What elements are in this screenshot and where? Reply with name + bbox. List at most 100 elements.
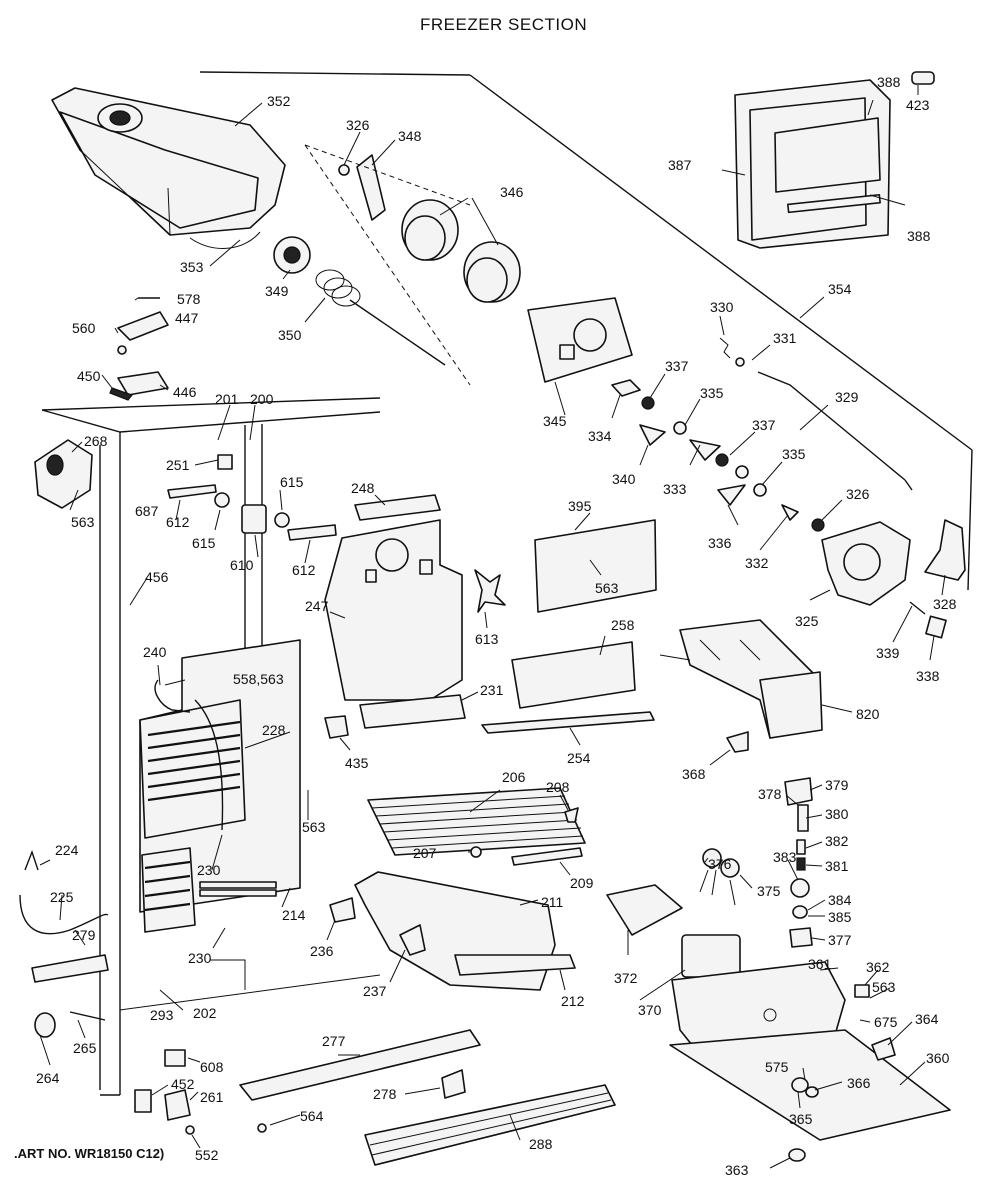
label-325: 325 xyxy=(795,613,819,629)
label-366: 366 xyxy=(847,1075,871,1091)
fan-blade-613 xyxy=(474,569,506,613)
ice-maker-820 xyxy=(659,619,823,739)
label-331: 331 xyxy=(773,330,797,346)
label-552: 552 xyxy=(195,1147,219,1163)
bracket-612-right xyxy=(287,524,337,541)
label-230-a: 230 xyxy=(197,862,221,878)
label-353: 353 xyxy=(180,259,204,275)
label-329: 329 xyxy=(835,389,859,405)
label-339: 339 xyxy=(876,645,900,661)
label-376: 376 xyxy=(708,856,732,872)
fill-cover-395 xyxy=(534,519,657,613)
label-423: 423 xyxy=(906,97,930,113)
label-379: 379 xyxy=(825,777,849,793)
label-352: 352 xyxy=(267,93,291,109)
label-363: 363 xyxy=(725,1162,749,1178)
label-202: 202 xyxy=(193,1005,217,1021)
label-258: 258 xyxy=(611,617,635,633)
label-201: 201 xyxy=(215,391,239,407)
label-228: 228 xyxy=(262,722,286,738)
relay-370 xyxy=(681,934,741,978)
item-608 xyxy=(164,1049,186,1067)
label-578: 578 xyxy=(177,291,201,307)
label-261: 261 xyxy=(200,1089,224,1105)
channel-277 xyxy=(239,1029,481,1101)
bracket-447 xyxy=(117,297,169,355)
label-452: 452 xyxy=(171,1076,195,1092)
label-395: 395 xyxy=(568,498,592,514)
ice-crusher-plate-345 xyxy=(527,297,633,383)
label-350: 350 xyxy=(278,327,302,343)
strip-254 xyxy=(481,711,655,734)
label-337-a: 337 xyxy=(665,358,689,374)
item-268 xyxy=(34,439,93,509)
label-563-c: 563 xyxy=(302,819,326,835)
ice-maker-motor-325 xyxy=(821,521,911,606)
callout-labels: 352 326 348 346 353 349 350 345 388 423 … xyxy=(36,74,957,1178)
label-615-a: 615 xyxy=(280,474,304,490)
label-372: 372 xyxy=(614,970,638,986)
label-384: 384 xyxy=(828,892,852,908)
ice-maker-linkage xyxy=(611,337,913,532)
label-335-a: 335 xyxy=(700,385,724,401)
auger-350 xyxy=(315,269,446,366)
item-251 xyxy=(217,454,233,470)
wire-shelf-206 xyxy=(367,787,586,856)
label-383: 383 xyxy=(773,849,797,865)
wire-240 xyxy=(154,679,191,713)
label-385: 385 xyxy=(828,909,852,925)
label-348: 348 xyxy=(398,128,422,144)
label-687: 687 xyxy=(135,503,159,519)
clip-208 xyxy=(564,807,579,823)
label-330: 330 xyxy=(710,299,734,315)
label-225: 225 xyxy=(50,889,74,905)
label-268: 268 xyxy=(84,433,108,449)
auger-drive-349 xyxy=(273,236,311,274)
arm-328 xyxy=(924,519,966,581)
evaporator-coil-228 xyxy=(139,699,246,933)
item-365-366 xyxy=(791,1077,819,1098)
label-387: 387 xyxy=(668,157,692,173)
label-251: 251 xyxy=(166,457,190,473)
label-335-b: 335 xyxy=(782,446,806,462)
label-675: 675 xyxy=(874,1014,898,1030)
bracket-612-left xyxy=(167,484,217,499)
label-337-b: 337 xyxy=(752,417,776,433)
grille-258 xyxy=(511,641,636,709)
label-575: 575 xyxy=(765,1059,789,1075)
label-820: 820 xyxy=(856,706,880,722)
switch-338 xyxy=(909,601,947,639)
thermostat-610 xyxy=(241,504,267,534)
label-326-b: 326 xyxy=(846,486,870,502)
item-435 xyxy=(324,715,349,739)
item-615 xyxy=(214,492,290,528)
label-349: 349 xyxy=(265,283,289,299)
label-277: 277 xyxy=(322,1033,346,1049)
label-563-b: 563 xyxy=(595,580,619,596)
item-452 xyxy=(134,1089,152,1113)
label-338: 338 xyxy=(916,668,940,684)
label-368: 368 xyxy=(682,766,706,782)
label-377: 377 xyxy=(828,932,852,948)
label-278: 278 xyxy=(373,1086,397,1102)
freezer-basket-211 xyxy=(354,871,576,991)
label-248: 248 xyxy=(351,480,375,496)
roller-264 xyxy=(34,1012,56,1038)
label-365: 365 xyxy=(789,1111,813,1127)
label-264: 264 xyxy=(36,1070,60,1086)
label-563-d: 563 xyxy=(872,979,896,995)
item-278 xyxy=(441,1069,466,1099)
label-360: 360 xyxy=(926,1050,950,1066)
label-345: 345 xyxy=(543,413,567,429)
label-608: 608 xyxy=(200,1059,224,1075)
hinge-261 xyxy=(164,1089,191,1121)
label-560: 560 xyxy=(72,320,96,336)
label-563-a: 563 xyxy=(71,514,95,530)
bearing-326 xyxy=(338,164,350,176)
label-254: 254 xyxy=(567,750,591,766)
label-334: 334 xyxy=(588,428,612,444)
label-447: 447 xyxy=(175,310,199,326)
label-212: 212 xyxy=(561,993,585,1009)
label-265: 265 xyxy=(73,1040,97,1056)
